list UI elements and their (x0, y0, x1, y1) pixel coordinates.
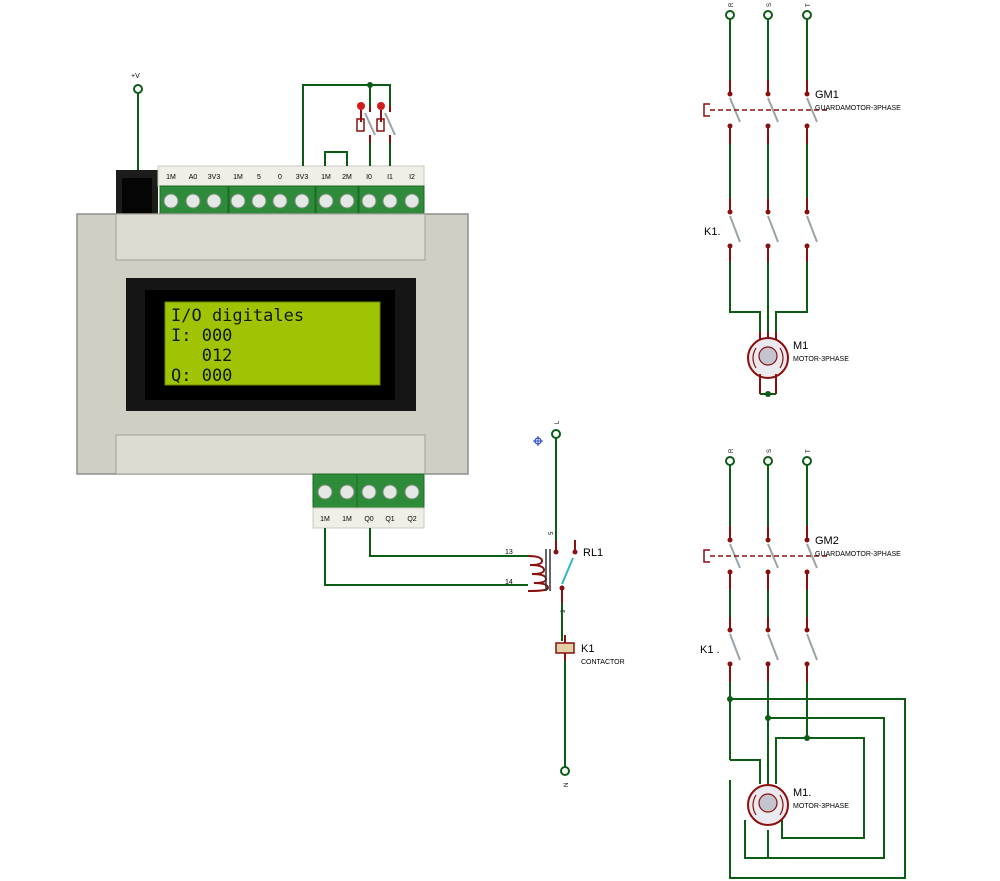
c1-phase-t: T (806, 3, 812, 7)
top-terminal-label: I2 (409, 174, 415, 181)
k1-coil-type: CONTACTOR (581, 659, 625, 666)
top-terminal-label: 3V3 (208, 174, 221, 181)
phase-terminals-1: R S T (725, 2, 812, 20)
motor-wiring-loops (727, 682, 906, 879)
relay-contact-pin-9: 9 (561, 609, 567, 613)
output-wiring (324, 528, 528, 586)
lcd-line-2: I: 000 (171, 326, 232, 346)
top-terminal-label: 3V3 (296, 174, 309, 181)
top-terminal-screw[interactable] (339, 193, 355, 209)
bottom-terminal-screw[interactable] (382, 484, 398, 500)
top-terminal-screw[interactable] (230, 193, 246, 209)
breaker-gm1[interactable]: GM1 GUARDAMOTOR-3PHASE (703, 80, 901, 144)
relay-coil-pin-13: 13 (505, 549, 513, 556)
m1-type: MOTOR-3PHASE (793, 356, 849, 363)
top-terminal-screw[interactable] (318, 193, 334, 209)
top-terminal-label: 1M (166, 174, 176, 181)
c1-contactor-label: K1. (704, 226, 721, 238)
top-terminal-label: 0 (278, 174, 282, 181)
top-terminal-screw[interactable] (163, 193, 179, 209)
m1-name: M1 (793, 340, 808, 352)
lcd-screen: I/O digitales I: 000 012 Q: 000 (171, 306, 304, 386)
relay-contact-pin-5: 5 (549, 531, 555, 535)
breaker-gm2[interactable]: GM2 GUARDAMOTOR-3PHASE (703, 526, 901, 590)
c1-phase-s: S (767, 3, 773, 7)
line-label: L (555, 420, 561, 424)
c1-phase-r: R (729, 2, 735, 7)
lcd-line-1: I/O digitales (171, 306, 304, 326)
top-terminal-label: 2M (342, 174, 352, 181)
bottom-terminal-label: Q2 (407, 516, 416, 523)
motor-m1[interactable]: M1 MOTOR-3PHASE (747, 332, 849, 397)
top-terminal-screw[interactable] (361, 193, 377, 209)
top-terminal-label: 1M (233, 174, 243, 181)
bottom-terminal-label: Q1 (385, 516, 394, 523)
power-circuit-1[interactable]: R S T GM1 GUARDAMOTOR-3PHASE (703, 2, 901, 397)
m1-dot-name: M1. (793, 787, 811, 799)
gm2-name: GM2 (815, 535, 839, 547)
motor-m1-dot[interactable]: M1. MOTOR-3PHASE (747, 784, 849, 826)
c2-phase-r: R (729, 448, 735, 453)
contactor-k1-c2[interactable]: K1 . (700, 617, 818, 682)
power-circuit-2[interactable]: R S T GM2 GUARDAMOTOR-3PHASE (700, 448, 906, 879)
contactor-k1-c1[interactable]: K1. (704, 198, 818, 262)
top-terminal-screw[interactable] (206, 193, 222, 209)
top-terminal-screw[interactable] (251, 193, 267, 209)
top-terminal-screw[interactable] (185, 193, 201, 209)
plc-module[interactable]: 1M A0 3V3 1M 5 0 3V3 1M 2M I0 I1 I2 I/O digitales I… (76, 165, 469, 529)
relay-name: RL1 (583, 547, 603, 559)
bottom-terminal-screw[interactable] (404, 484, 420, 500)
bottom-terminal-label: 1M (342, 516, 352, 523)
top-terminal-screw[interactable] (382, 193, 398, 209)
c2-phase-t: T (806, 449, 812, 453)
lcd-line-4: Q: 000 (171, 366, 232, 386)
bottom-terminal-label: 1M (320, 516, 330, 523)
gm2-type: GUARDAMOTOR-3PHASE (815, 551, 901, 558)
supply-terminal[interactable]: +V (131, 73, 143, 170)
gm1-name: GM1 (815, 89, 839, 101)
m1-dot-type: MOTOR-3PHASE (793, 803, 849, 810)
top-terminal-label: 1M (321, 174, 331, 181)
top-terminal-screw[interactable] (294, 193, 310, 209)
relay-coil-pin-14: 14 (505, 579, 513, 586)
origin-marker (533, 436, 543, 446)
line-terminal[interactable]: L (551, 420, 561, 540)
top-terminal-screw[interactable] (404, 193, 420, 209)
bottom-terminal-screw[interactable] (317, 484, 333, 500)
k1-coil-name: K1 (581, 643, 594, 655)
contactor-coil-k1[interactable]: K1 CONTACTOR N (555, 603, 625, 787)
c2-contactor-label: K1 . (700, 644, 720, 656)
supply-label: +V (131, 73, 140, 80)
neutral-label: N (564, 783, 570, 787)
top-terminal-label: I0 (366, 174, 372, 181)
c2-phase-s: S (767, 449, 773, 453)
input-pushbuttons[interactable] (302, 82, 396, 166)
top-terminal-screw[interactable] (272, 193, 288, 209)
top-terminal-label: A0 (189, 174, 198, 181)
bottom-terminal-label: Q0 (364, 516, 373, 523)
phase-terminals-2: R S T (725, 448, 812, 466)
relay-rl1[interactable]: 13 14 RL1 5 9 (505, 531, 603, 613)
bottom-terminal-screw[interactable] (339, 484, 355, 500)
lcd-line-3: 012 (171, 346, 232, 366)
top-terminal-label: I1 (387, 174, 393, 181)
gm1-type: GUARDAMOTOR-3PHASE (815, 105, 901, 112)
top-terminal-label: 5 (257, 174, 261, 181)
bottom-terminal-screw[interactable] (361, 484, 377, 500)
